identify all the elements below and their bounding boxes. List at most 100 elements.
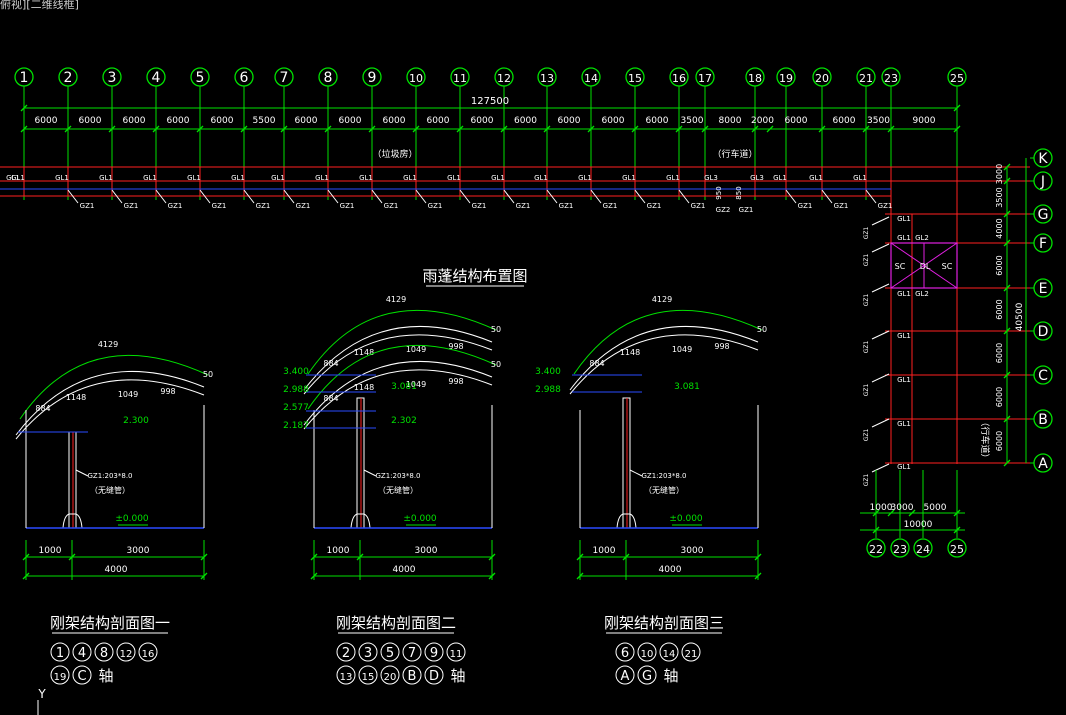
label-trash-room: （垃圾房）: [372, 148, 417, 160]
section-title: 刚架结构剖面图一: [50, 614, 170, 632]
section-axis-circle: [380, 642, 400, 662]
level-text: 2.302: [391, 416, 417, 426]
column-leader: [363, 469, 377, 477]
beam-label-gl1: GL1: [55, 174, 69, 182]
gz-leader: [871, 373, 890, 383]
level-text: 3.081: [674, 382, 700, 392]
section-axis-label: B: [408, 669, 417, 684]
gz-leader: [865, 189, 877, 204]
beam-label-gl1: GL1: [578, 174, 592, 182]
section-axis-label: 7: [408, 646, 416, 661]
beam-label-gl1: GL1: [666, 174, 680, 182]
axis-bubble-D-label: D: [1038, 324, 1049, 340]
dim-tick: [1003, 415, 1011, 423]
column-pipe-note: （无缝管）: [378, 485, 418, 495]
column-label-gz1: GZ1: [256, 202, 271, 210]
beam-label-gl1: GL1: [897, 290, 911, 298]
span-dim-text: 2000: [751, 116, 774, 126]
level-text: 2.988: [283, 385, 309, 395]
axis-bubble-23-label: 23: [893, 543, 907, 556]
gz-leader: [459, 189, 471, 204]
section-axis-label: 10: [641, 649, 654, 660]
window-tab-title[interactable]: 俯视][二维线框]: [0, 0, 79, 11]
span-dim-text: 6000: [558, 116, 581, 126]
arc-segment-dim: 1148: [66, 393, 86, 402]
dim-tick: [1003, 210, 1011, 218]
axis-bubble-23-label: 23: [884, 72, 898, 85]
dim-tick: [1003, 163, 1011, 171]
axis-bubble-E-label: E: [1039, 281, 1048, 297]
column-label-gz1: GZ1: [296, 202, 311, 210]
beam-label-gl1: GL1: [271, 174, 285, 182]
section-axis-label: 6: [621, 646, 629, 661]
right-dim-text: 4000: [995, 218, 1004, 238]
axis-bubble-B-label: B: [1038, 412, 1048, 428]
ground-level: ±0.000: [403, 514, 437, 524]
beam-label-gl2: GL2: [915, 290, 929, 298]
axis-bubble-16-label: 16: [672, 72, 686, 85]
span-dim-text: 9000: [913, 116, 936, 126]
gz-leader: [199, 189, 211, 204]
arc-segment-dim: 884: [323, 394, 338, 403]
roof-arc-top: [569, 325, 759, 391]
roof-arc-top: [15, 370, 205, 436]
section-axis-label: 1: [56, 646, 64, 661]
dim-tick: [887, 509, 895, 517]
section-title: 刚架结构剖面图三: [604, 614, 724, 632]
dim-tick: [324, 125, 332, 133]
beam-label-gl1: GL1: [143, 174, 157, 182]
axis-bubble-20-label: 20: [815, 72, 829, 85]
arc-segment-dim: 1148: [620, 348, 640, 357]
column-leader: [629, 469, 643, 477]
gz-leader: [871, 330, 890, 340]
level-text: 3.081: [391, 382, 417, 392]
axis-bubble-24-circle: [913, 538, 933, 558]
span-dim-text: 6000: [514, 116, 537, 126]
column-label-gz1: GZ1: [603, 202, 618, 210]
dim-tick: [20, 125, 28, 133]
dim-tick: [456, 125, 464, 133]
column-label-gz1: GZ1: [212, 202, 227, 210]
axis-word: 轴: [663, 667, 678, 685]
column-label-gz1: GZ1: [863, 294, 870, 307]
section-dim-text: 3000: [681, 546, 704, 556]
arc-segment-dim: 998: [714, 342, 729, 351]
section-total-text: 4000: [105, 565, 128, 575]
axis-bubble-25-circle: [947, 538, 967, 558]
dim-tick: [953, 509, 961, 517]
dim-tick: [500, 125, 508, 133]
span-dim-text: 6000: [427, 116, 450, 126]
axis-bubble-21-label: 21: [859, 72, 873, 85]
beam-label-gl2: GL2: [915, 234, 929, 242]
arc-segment-dim: 884: [35, 404, 50, 413]
arc-segment-dim: 1049: [118, 390, 138, 399]
beam-label-gl1: GL1: [534, 174, 548, 182]
dim-tick: [22, 572, 30, 580]
gz-leader: [678, 189, 690, 204]
column-label-gz1: GZ1: [168, 202, 183, 210]
level-text: 3.400: [283, 367, 309, 377]
ground-level: ±0.000: [669, 514, 703, 524]
section-axis-circle: [336, 665, 356, 685]
dim-tick: [872, 526, 880, 534]
section-dim-text: 3000: [415, 546, 438, 556]
label-dl: DL: [920, 262, 931, 271]
dim-tick: [20, 104, 28, 112]
section-axis-circle: [50, 665, 70, 685]
span-dim-text: 6000: [646, 116, 669, 126]
dim-tick: [953, 104, 961, 112]
dim-tick: [108, 125, 116, 133]
column-label-gz1: GZ1: [340, 202, 355, 210]
dim-tick: [200, 572, 208, 580]
section-axis-circle: [94, 642, 114, 662]
arc-segment-dim: 1148: [354, 383, 374, 392]
roof-arc-bottom: [303, 334, 493, 395]
span-dim-text: 8000: [719, 116, 742, 126]
dim-tick: [887, 125, 895, 133]
column-label-gz1: GZ1: [863, 254, 870, 267]
section-axis-circle: [424, 665, 444, 685]
